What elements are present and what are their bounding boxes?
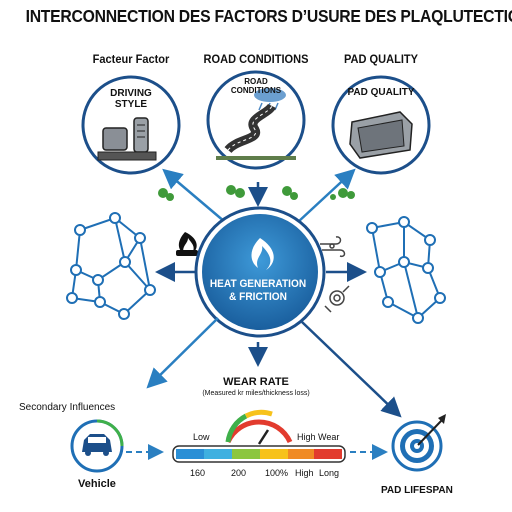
car-icon: [82, 434, 112, 456]
arrow-to-lifespan: [301, 321, 402, 418]
wear-rate-title: WEAR RATE: [223, 376, 289, 388]
road-conditions-circle: [206, 70, 306, 170]
road-conditions-line1: ROAD: [244, 77, 268, 86]
heat-generation-circle: [194, 206, 326, 338]
driving-style-text: DRIVING STYLE: [96, 88, 166, 110]
arrow-to-pad-quality: [297, 168, 356, 223]
wear-gauge: [172, 409, 346, 463]
gear-icon: [324, 285, 350, 313]
road-conditions-text: ROAD CONDITIONS: [221, 77, 291, 95]
winding-road-icon: [216, 103, 296, 160]
vehicle-label: Vehicle: [78, 478, 116, 490]
tree-icons: [158, 185, 355, 201]
gauge-scale-2: 100%: [265, 468, 289, 478]
wind-icon: [320, 236, 346, 258]
pedals-icon: [97, 117, 157, 161]
heat-line2: & FRICTION: [229, 291, 287, 303]
left-network: [66, 212, 156, 320]
arrow-to-driving-style: [162, 168, 226, 223]
pad-quality-circle: [331, 75, 431, 175]
target-icon: [391, 414, 446, 472]
arrow-to-secondary: [146, 317, 219, 389]
gauge-low-label: Low: [193, 432, 210, 442]
flame-icon: [176, 232, 198, 256]
gauge-high-label: High Wear: [297, 432, 340, 442]
driving-style-line1: DRIVING: [110, 88, 152, 99]
heat-generation-text: HEAT GENERATION & FRICTION: [194, 278, 323, 304]
label-road-conditions: ROAD CONDITIONS: [203, 52, 309, 66]
driving-style-circle: [81, 75, 181, 175]
wear-rate-subtitle: (Measured kr miles/thickness loss): [202, 390, 310, 397]
driving-style-line2: STYLE: [114, 99, 148, 110]
road-conditions-line2: CONDITIONS: [230, 86, 282, 95]
heat-line1: HEAT GENERATION: [209, 278, 307, 290]
pad-quality-text: PAD QUALITY: [347, 87, 415, 98]
secondary-influences-label: Secondary Influences: [19, 402, 116, 413]
gauge-scale-1: 200: [231, 468, 247, 478]
flame-center-icon: [251, 238, 274, 270]
pad-lifespan-label: PAD LIFESPAN: [381, 485, 453, 496]
right-network: [366, 216, 446, 324]
gauge-scale-4: Long: [319, 468, 340, 478]
gauge-scale-0: 160: [190, 468, 206, 478]
brake-pad-icon: [349, 111, 413, 159]
page-title: INTERCONNECTION DES FACTORS D’USURE DES …: [25, 6, 512, 26]
label-pad-quality: PAD QUALITY: [343, 52, 419, 66]
gauge-needle: [257, 429, 270, 445]
gauge-scale-3: High: [295, 468, 314, 478]
label-left-factor: Facteur Factor: [92, 52, 170, 66]
vehicle-circle: [70, 419, 124, 473]
